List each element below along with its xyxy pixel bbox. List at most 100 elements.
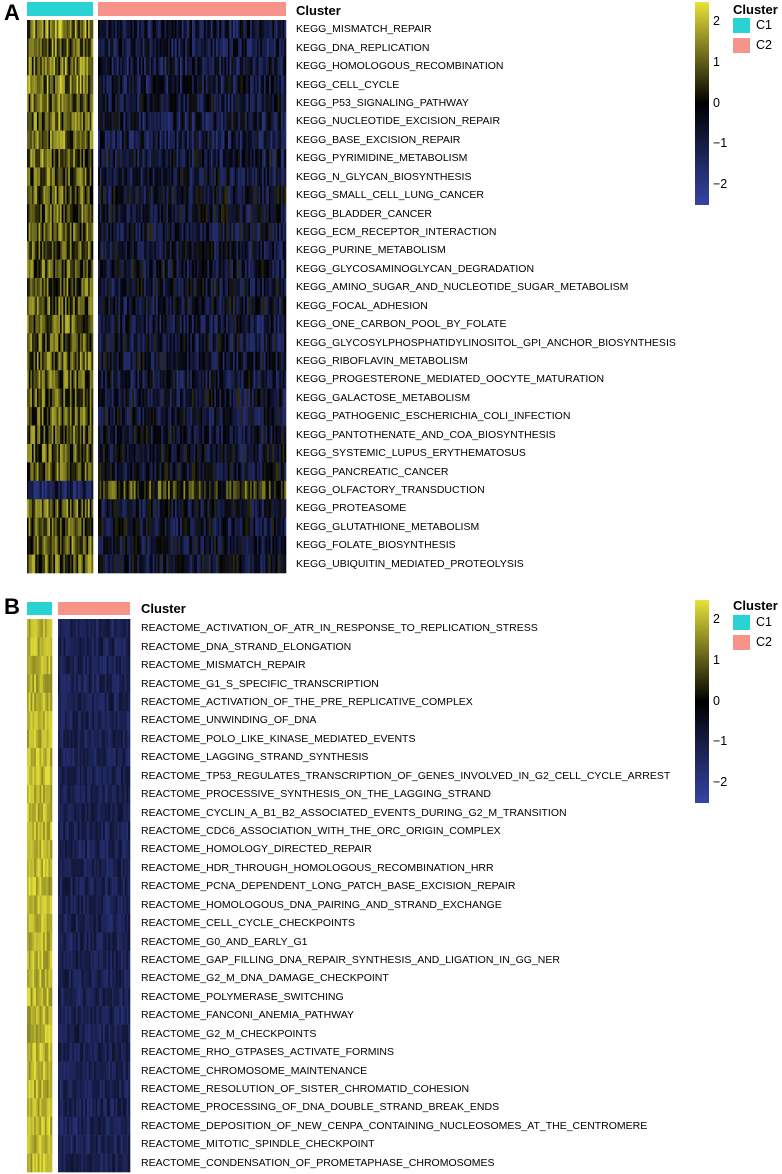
heatmap-cell [58, 278, 61, 297]
heatmap-cell [246, 314, 249, 334]
heatmap-cell [50, 204, 53, 224]
heatmap-cell [255, 185, 258, 205]
heatmap-cell [73, 314, 76, 334]
heatmap-cell [112, 619, 115, 638]
heatmap-cell [79, 185, 82, 205]
heatmap-cell [250, 314, 253, 334]
heatmap-cell [162, 20, 165, 39]
heatmap-cell [39, 711, 42, 730]
heatmap-cell [127, 351, 130, 371]
heatmap-cell [30, 278, 33, 297]
heatmap-cell [64, 56, 67, 76]
heatmap-cell [66, 112, 69, 131]
heatmap-cell [205, 112, 208, 131]
heatmap-cell [234, 259, 237, 279]
heatmap-cell [202, 222, 205, 242]
heatmap-cell [50, 314, 53, 334]
heatmap-cell [258, 185, 261, 205]
heatmap-cell [40, 370, 43, 389]
heatmap-cell [73, 20, 76, 39]
heatmap-cell [35, 56, 38, 76]
heatmap-cell [70, 674, 73, 694]
heatmap-cell [28, 278, 31, 297]
heatmap-cell [91, 93, 94, 113]
heatmap-cell [236, 204, 239, 224]
heatmap-cell [229, 351, 232, 371]
heatmap-row [27, 38, 287, 58]
heatmap-cell [260, 20, 263, 39]
heatmap-cell [64, 38, 67, 58]
heatmap-cell [164, 370, 167, 389]
heatmap-cell [112, 655, 115, 675]
heatmap-cell [74, 296, 77, 316]
heatmap-cell [210, 130, 213, 150]
heatmap-cell [55, 185, 57, 205]
heatmap-cell [144, 130, 147, 150]
heatmap-cell [142, 185, 145, 205]
heatmap-cell [39, 748, 42, 767]
heatmap-cell [78, 149, 81, 168]
heatmap-cell [217, 314, 220, 334]
heatmap-cell [99, 674, 102, 694]
heatmap-cell [68, 748, 71, 767]
heatmap-cell [117, 711, 120, 730]
heatmap-cell [120, 93, 123, 113]
heatmap-cell [253, 222, 256, 242]
heatmap-cell [145, 112, 148, 131]
heatmap-cell [272, 351, 275, 371]
heatmap-cell [277, 75, 280, 95]
heatmap-cell [32, 655, 35, 675]
heatmap-cell [118, 222, 121, 242]
heatmap-cell [198, 370, 201, 389]
heatmap-cell [233, 56, 236, 76]
heatmap-cell [73, 38, 76, 58]
heatmap-cell [41, 748, 44, 767]
heatmap-cell [98, 112, 101, 131]
heatmap-cell [274, 222, 277, 242]
heatmap-cell [99, 370, 102, 389]
heatmap-cell [149, 351, 152, 371]
heatmap-cell [36, 167, 39, 187]
heatmap-cell [27, 222, 29, 242]
heatmap-cell [282, 20, 285, 39]
heatmap-cell [171, 20, 174, 39]
heatmap-cell [45, 204, 48, 224]
heatmap-cell [215, 38, 218, 58]
heatmap-cell [219, 351, 222, 371]
heatmap-cell [159, 314, 162, 334]
heatmap-cell [76, 351, 79, 371]
heatmap-cell [280, 167, 283, 187]
heatmap-cell [236, 333, 239, 353]
heatmap-cell [55, 388, 57, 408]
heatmap-cell [173, 112, 176, 131]
heatmap-cell [244, 56, 247, 76]
heatmap-cell [193, 20, 196, 39]
heatmap-cell [152, 314, 155, 334]
heatmap-cell [40, 185, 43, 205]
heatmap-cell [231, 185, 234, 205]
heatmap-cell [156, 333, 159, 353]
heatmap-cell [258, 167, 261, 187]
heatmap-cell [229, 241, 232, 260]
heatmap-cell [118, 38, 121, 58]
heatmap-cell [217, 75, 220, 95]
heatmap-cell [214, 333, 217, 353]
heatmap-cell [193, 370, 196, 389]
heatmap-cell [144, 93, 147, 113]
heatmap-cell [60, 149, 62, 168]
heatmap-cell [183, 93, 186, 113]
heatmap-cell [154, 75, 157, 95]
heatmap-cell [171, 241, 174, 260]
heatmap-cell [27, 674, 30, 694]
heatmap-cell [260, 333, 263, 353]
heatmap-cell [210, 333, 213, 353]
heatmap-cell [106, 692, 109, 712]
heatmap-cell [157, 112, 160, 131]
heatmap-cell [130, 370, 133, 389]
heatmap-cell [284, 333, 287, 353]
heatmap-cell [192, 278, 195, 297]
heatmap-cell [130, 167, 133, 187]
heatmap-cell [48, 711, 51, 730]
heatmap-cell [106, 130, 109, 150]
heatmap-cell [224, 167, 227, 187]
